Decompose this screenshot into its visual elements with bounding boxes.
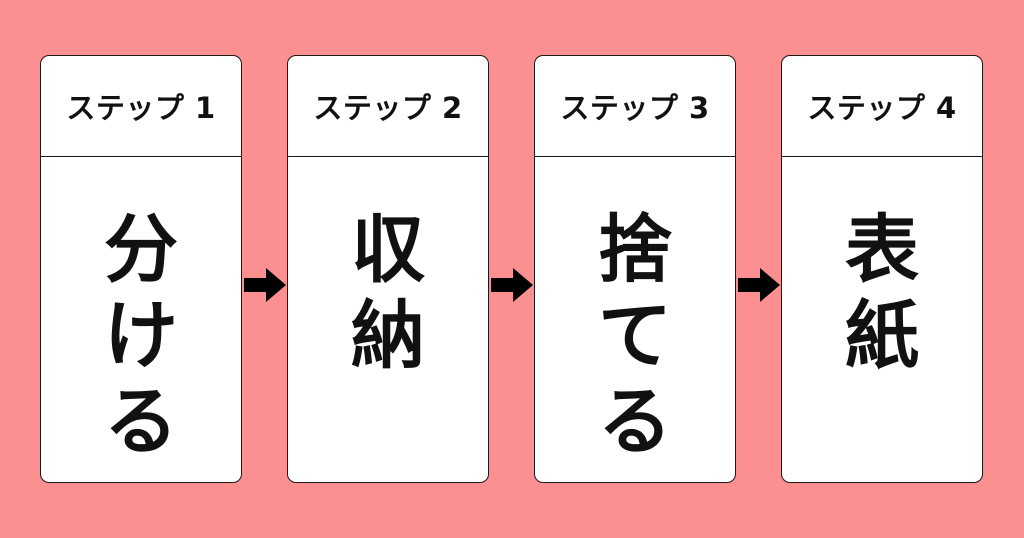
step-text-4: 表紙: [845, 207, 919, 379]
arrow-right-icon: [491, 268, 533, 302]
step-card-4: ステップ 4 表紙: [781, 55, 983, 483]
step-body-1: 分ける: [41, 157, 241, 482]
step-label-4: ステップ 4: [807, 91, 957, 125]
step-card-2: ステップ 2 収納: [287, 55, 489, 483]
step-label-3: ステップ 3: [560, 91, 710, 125]
step-label-2: ステップ 2: [313, 91, 463, 125]
step-header-4: ステップ 4: [782, 56, 982, 157]
step-card-1: ステップ 1 分ける: [40, 55, 242, 483]
step-body-3: 捨てる: [535, 157, 735, 482]
step-header-1: ステップ 1: [41, 56, 241, 157]
arrow-right-icon: [738, 268, 780, 302]
step-body-4: 表紙: [782, 157, 982, 482]
step-label-1: ステップ 1: [66, 91, 216, 125]
arrow-right-icon: [244, 268, 286, 302]
step-card-3: ステップ 3 捨てる: [534, 55, 736, 483]
step-body-2: 収納: [288, 157, 488, 482]
step-text-2: 収納: [351, 207, 425, 379]
step-text-3: 捨てる: [598, 207, 672, 465]
step-header-3: ステップ 3: [535, 56, 735, 157]
step-text-1: 分ける: [104, 207, 178, 465]
step-header-2: ステップ 2: [288, 56, 488, 157]
